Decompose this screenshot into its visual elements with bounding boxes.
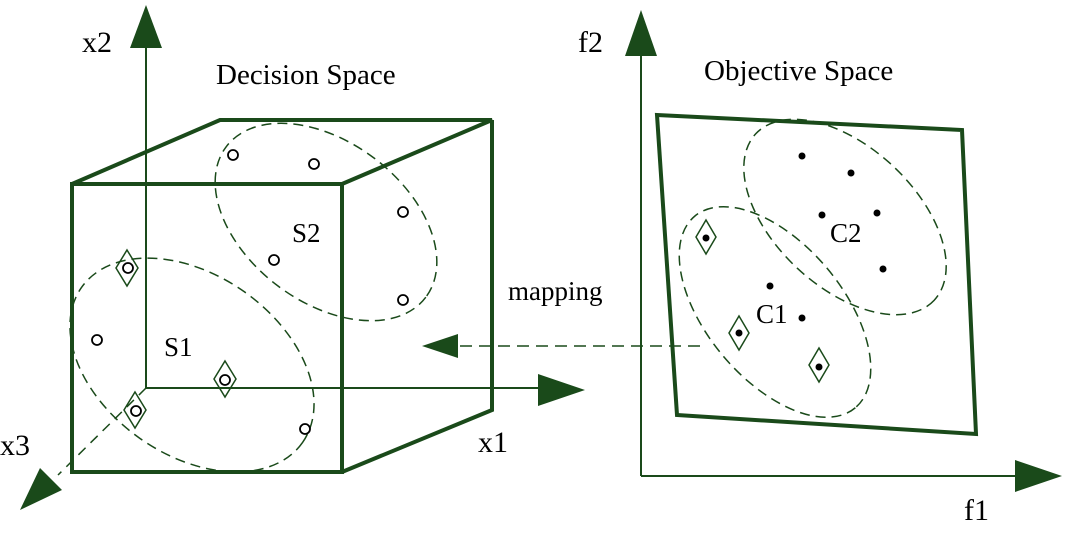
objective-space-panel xyxy=(625,10,1062,492)
c2-label: C2 xyxy=(830,218,862,248)
decision-space-panel xyxy=(20,5,585,510)
s1-point xyxy=(122,262,134,274)
x3-arrowhead xyxy=(20,468,62,510)
s1-point xyxy=(91,334,103,346)
f1-arrowhead xyxy=(1015,460,1062,492)
pareto-diamond-marker xyxy=(728,314,750,352)
x1-arrowhead xyxy=(538,374,585,406)
s2-point xyxy=(397,294,409,306)
c2-ellipse xyxy=(743,118,947,316)
f1-axis-label: f1 xyxy=(964,494,989,527)
c2-point xyxy=(798,152,806,160)
pareto-diamond-marker xyxy=(695,218,717,256)
c1-ellipse xyxy=(678,205,872,419)
x2-arrowhead xyxy=(130,5,162,48)
s2-point xyxy=(308,158,320,170)
x2-axis-label: x2 xyxy=(82,26,112,59)
s2-point xyxy=(268,254,280,266)
c2-point xyxy=(873,209,881,217)
c1-point xyxy=(766,282,774,290)
pareto-diamond-marker xyxy=(123,390,147,430)
c1-point xyxy=(798,314,806,322)
cube-top-right-edges xyxy=(71,118,493,186)
cube-right-back-edges xyxy=(341,120,494,474)
s1-point xyxy=(299,423,311,435)
c2-point xyxy=(879,265,887,273)
pareto-diamond-marker xyxy=(808,346,830,384)
s1-ellipse xyxy=(69,257,315,473)
s2-point xyxy=(397,206,409,218)
s1-point xyxy=(130,405,142,417)
decision-space-title: Decision Space xyxy=(216,59,396,91)
mapping-label: mapping xyxy=(508,276,603,306)
x3-axis-label: x3 xyxy=(0,429,30,462)
s1-label: S1 xyxy=(164,332,193,362)
c1-point xyxy=(702,234,710,242)
s2-label: S2 xyxy=(292,218,321,248)
cube-front-face xyxy=(70,182,344,474)
c1-point xyxy=(735,329,743,337)
pareto-diamond-marker xyxy=(213,359,237,399)
s2-point xyxy=(227,149,239,161)
objective-space-title: Objective Space xyxy=(704,55,893,87)
objective-region xyxy=(654,112,979,437)
s2-ellipse xyxy=(214,122,438,322)
c2-point xyxy=(847,169,855,177)
c1-label: C1 xyxy=(756,299,788,329)
x1-axis-label: x1 xyxy=(478,426,508,459)
c1-point xyxy=(815,363,823,371)
f2-arrowhead xyxy=(625,10,657,56)
s1-point xyxy=(219,374,231,386)
f2-axis-label: f2 xyxy=(578,26,603,59)
mapping-arrowhead xyxy=(422,334,458,358)
pareto-diamond-marker xyxy=(115,248,139,288)
c2-point xyxy=(818,211,826,219)
